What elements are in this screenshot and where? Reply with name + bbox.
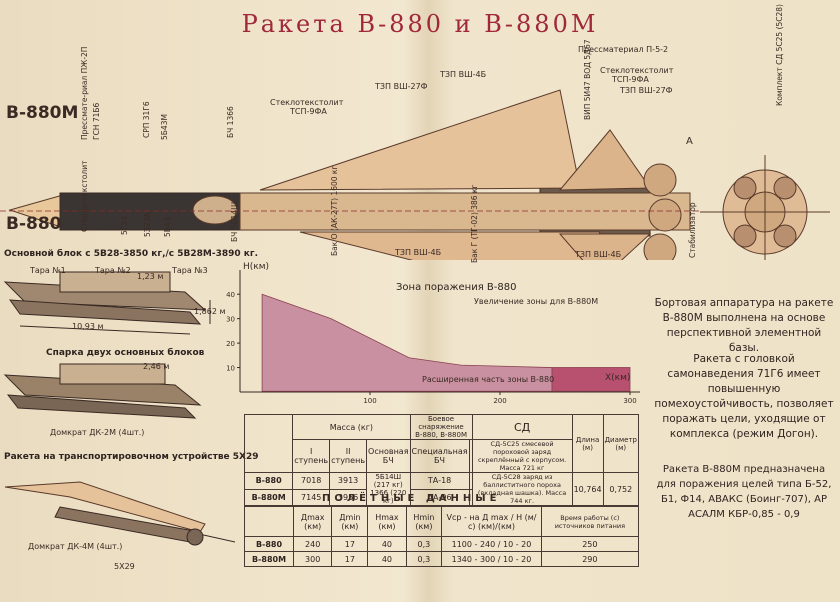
zone-x-tick-label: 100 xyxy=(363,397,376,405)
cell: 250 xyxy=(540,536,640,552)
zone-x-axis-label: X(км) xyxy=(605,373,631,383)
cell: 17 xyxy=(331,551,369,567)
info-board-equipment: Бортовая аппаратура на ракете В-880М вып… xyxy=(654,297,834,354)
flight-data-title: ПОЛЁТНЫЕ ДАННЫЕ xyxy=(322,493,501,504)
cell: 3913 xyxy=(329,472,368,490)
label-steklotekstolit: Стеклотекстолит xyxy=(270,98,344,107)
cell: 40 xyxy=(367,536,407,552)
zone-y-tick-label: 30 xyxy=(226,316,235,324)
label-dim-123: 1,23 м xyxy=(137,272,164,281)
special-warhead-header: Специальная БЧ xyxy=(409,439,470,473)
label-v880: В-880 xyxy=(6,214,62,234)
label-tzp-vsh-4b-top: ТЗП ВШ-4Б xyxy=(440,70,487,79)
cell: 3956 xyxy=(329,488,368,506)
zone-base xyxy=(261,293,553,392)
zone-y-tick-label: 40 xyxy=(226,291,235,299)
hmax-header: Hmax (км) xyxy=(367,506,407,537)
cell: АА-96 xyxy=(409,488,470,506)
label-tara-1: Тара №1 xyxy=(30,266,66,275)
zone-label-increase: Увеличение зоны для В-880М xyxy=(474,297,599,306)
label-domkrat-2: Домкрат ДК-2М (4шт.) xyxy=(50,428,145,437)
spark-drawing xyxy=(3,363,202,419)
cell: 7018 xyxy=(292,472,331,490)
sd-5c25-desc: СД-5С25 смесевой пороховой заряд скреплё… xyxy=(471,439,573,473)
cell: ТА-18 xyxy=(409,472,470,490)
dmin-header: Дmin (км) xyxy=(331,506,369,537)
cell: 40 xyxy=(367,551,407,567)
main-block-drawing xyxy=(3,271,211,335)
hmin-header: Hmin (км) xyxy=(405,506,443,537)
label-v880m: В-880М xyxy=(6,103,79,123)
diameter-header: Диаметр (м) xyxy=(602,414,640,473)
label-tzp-vsh-27f-2: ТЗП ВШ-27Ф xyxy=(620,86,673,95)
cell: 290 xyxy=(540,551,640,567)
transport-title: Ракета на транспортировочном устройстве … xyxy=(4,452,259,462)
cell: 0,3 xyxy=(405,536,443,552)
zone-label-extended: Расширенная часть зоны В-880 xyxy=(422,375,555,384)
spark-title: Спарка двух основных блоков xyxy=(46,348,205,358)
label-tzp-vsh-4b-bottom: ТЗП ВШ-4Б xyxy=(395,248,442,257)
cell-length: 10,764 xyxy=(571,472,604,506)
vcp-header: Vср - на Д max / H (м/с) (км)/(км) xyxy=(441,506,542,537)
label-dim-length: 10,93 м xyxy=(72,322,104,331)
mass-table: Масса (кг) Боевое снаряжение В-880, В-88… xyxy=(243,414,640,506)
label-5x29: 5Х29 xyxy=(114,562,135,571)
transport-drawing xyxy=(4,481,236,546)
zone-y-axis-label: H(км) xyxy=(243,262,270,272)
label-pressmaterial: Прессматериал П-5-2 xyxy=(578,45,669,54)
zone-increase xyxy=(551,367,631,392)
flight-row-v880m: В-880М xyxy=(244,551,294,567)
zone-label-v880: Зона поражения В-880 xyxy=(396,282,517,293)
info-homing: Ракета с головкой самонаведения 71Г6 име… xyxy=(654,353,834,440)
label-tsp-9fa-2: ТСП-9ФА xyxy=(612,75,649,84)
warhead-header: Боевое снаряжение В-880, В-880М xyxy=(409,414,473,440)
zone-y-tick-label: 20 xyxy=(226,340,235,348)
block-main-title: Основной блок с 5В28-3850 кг,/с 5В28М-38… xyxy=(4,249,258,259)
label-domkrat-4: Домкрат ДК-4М (4шт.) xyxy=(28,542,123,551)
mass-corner xyxy=(243,414,294,473)
cell-warhead-mass: 5Б14Ш (217 кг) 1366 (220 кг) xyxy=(366,472,411,506)
dmax-header: Дmax (км) xyxy=(292,506,333,537)
cell: 300 xyxy=(292,551,333,567)
main-warhead-header: Основная БЧ xyxy=(366,439,411,473)
label-tzp-vsh-27f: ТЗП ВШ-27Ф xyxy=(375,82,428,91)
cell: 1100 - 240 / 10 - 20 xyxy=(441,536,542,552)
row-v880m: В-880М xyxy=(243,488,294,506)
label-tara-2: Тара №2 xyxy=(95,266,131,275)
missile-drawing xyxy=(0,89,830,260)
worktime-header: Время работы (с) источников питания xyxy=(540,506,640,537)
length-header: Длина (м) xyxy=(571,414,604,473)
zone-y-tick-label: 10 xyxy=(226,365,235,373)
cell-diameter: 0,752 xyxy=(602,472,640,506)
flight-row-v880: В-880 xyxy=(244,536,294,552)
label-view-a: А xyxy=(686,136,693,147)
sd-header: СД xyxy=(471,414,573,440)
label-tzp-vsh-4b-right: ТЗП ВШ-4Б xyxy=(575,250,622,259)
flight-corner xyxy=(244,506,294,537)
flight-table: Дmax (км) Дmin (км) Hmax (км) Hmin (км) … xyxy=(244,506,640,567)
info-targets: Ракета В-880М предназначена для поражени… xyxy=(656,464,832,520)
cell: 17 xyxy=(331,536,369,552)
cell xyxy=(468,488,473,506)
sd-5c28-desc: СД-5С28 заряд из баллиститного пороха (в… xyxy=(471,472,573,506)
label-tsp-9fa: ТСП-9ФА xyxy=(290,107,327,116)
label-dim-1862: 1,862 м xyxy=(194,307,226,316)
mass-header: Масса (кг) xyxy=(292,414,411,440)
label-steklotekstolit-2: Стеклотекстолит xyxy=(600,66,674,75)
stage1-header: I ступень xyxy=(292,439,331,473)
row-v880: В-880 xyxy=(243,472,294,490)
cell: 240 xyxy=(292,536,333,552)
label-dim-246: 2,46 м xyxy=(143,362,170,371)
zone-x-tick-label: 300 xyxy=(623,397,636,405)
cell: 1340 - 300 / 10 - 20 xyxy=(441,551,542,567)
page-title: Ракета В-880 и В-880М xyxy=(241,10,599,38)
stage2-header: II ступень xyxy=(329,439,368,473)
label-tara-3: Тара №3 xyxy=(172,266,208,275)
zone-x-tick-label: 200 xyxy=(493,397,506,405)
cell: 0,3 xyxy=(405,551,443,567)
